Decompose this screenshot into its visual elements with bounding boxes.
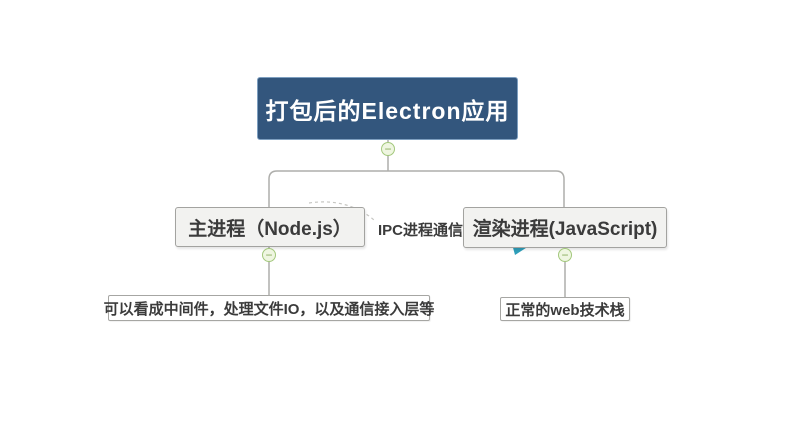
minus-icon: − — [561, 248, 569, 262]
renderer-process-node[interactable]: 渲染进程(JavaScript) — [463, 207, 667, 248]
main-process-note-node[interactable]: 可以看成中间件，处理文件IO，以及通信接入层等 — [104, 295, 434, 321]
renderer-process-note-node[interactable]: 正常的web技术栈 — [500, 297, 630, 321]
collapse-toggle-main[interactable]: − — [262, 248, 276, 262]
collapse-toggle-root[interactable]: − — [381, 142, 395, 156]
minus-icon: − — [384, 142, 392, 156]
connector-branch-rail — [268, 170, 565, 207]
ipc-dashed-line-left — [308, 201, 375, 221]
minus-icon: − — [265, 248, 273, 262]
collapse-toggle-renderer[interactable]: − — [558, 248, 572, 262]
root-topic-node[interactable]: 打包后的Electron应用 — [257, 77, 518, 140]
ipc-edge-label: IPC进程通信 — [378, 222, 464, 239]
main-process-node[interactable]: 主进程（Node.js） — [175, 207, 365, 247]
